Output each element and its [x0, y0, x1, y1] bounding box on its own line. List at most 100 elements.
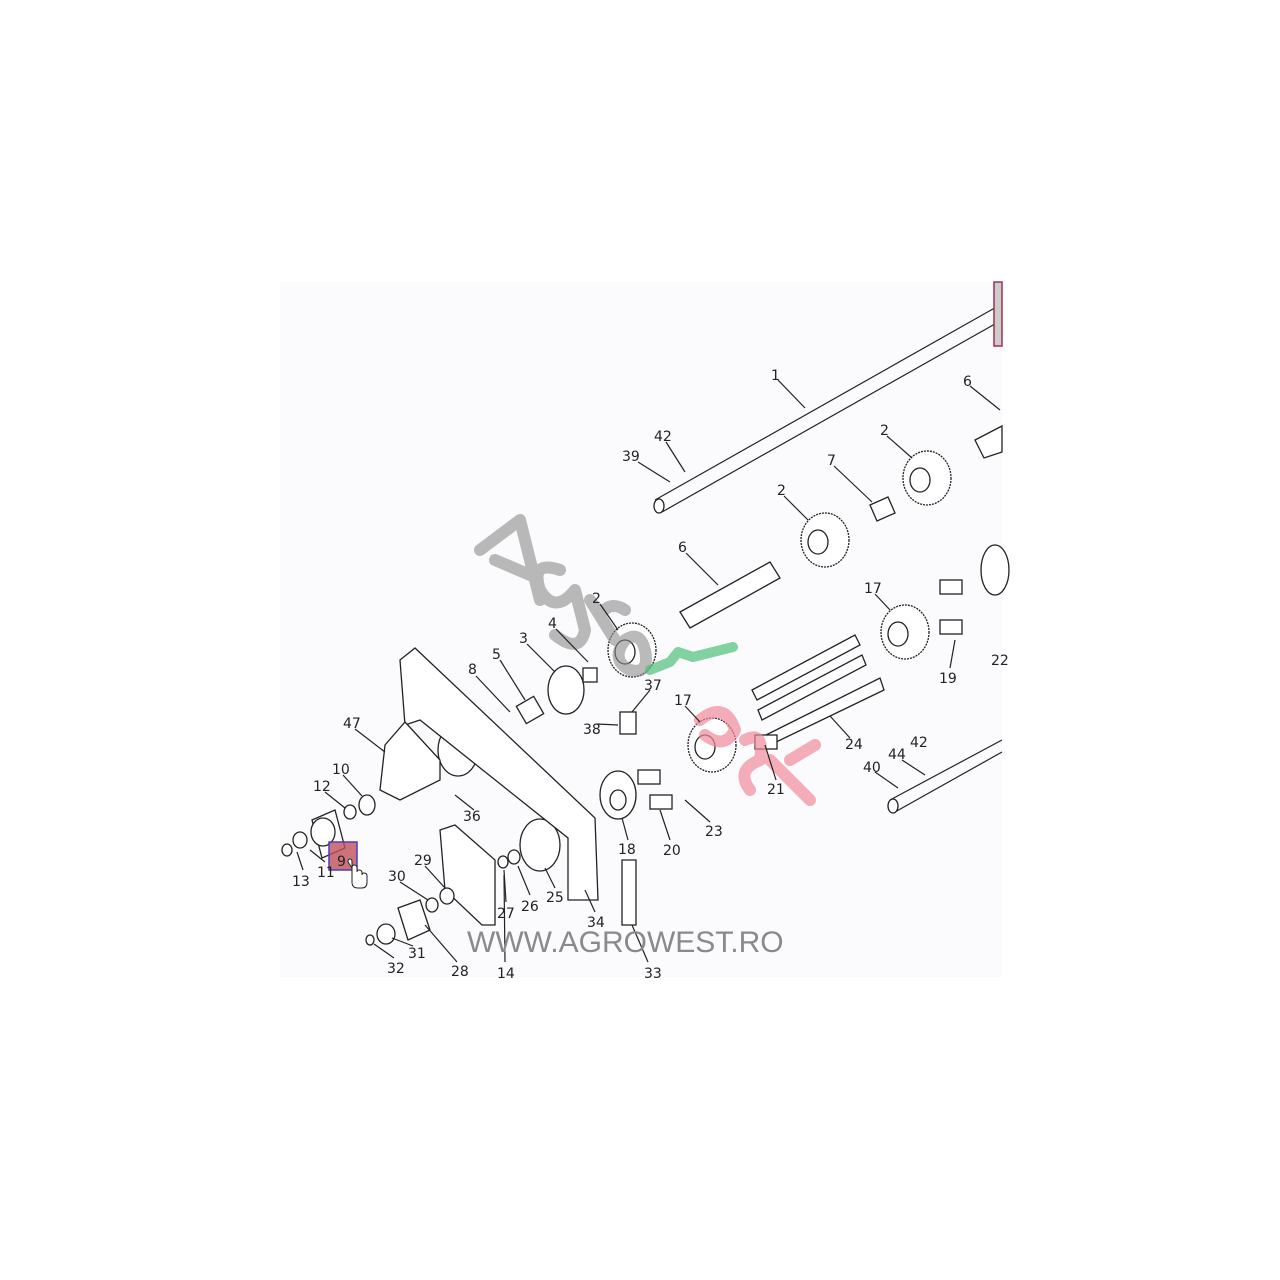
part-label[interactable]: 11 — [317, 865, 335, 881]
part-label[interactable]: 23 — [705, 824, 723, 840]
leader-line — [874, 771, 899, 789]
bearings — [281, 794, 521, 946]
part-label[interactable]: 1 — [771, 368, 780, 384]
watermark-url: WWW.AGROWEST.RO — [467, 926, 784, 959]
part-label[interactable]: 29 — [414, 853, 432, 869]
leader-line — [684, 705, 701, 723]
part-label[interactable]: 6 — [678, 540, 687, 556]
part-label[interactable]: 2 — [592, 591, 601, 607]
part-label[interactable]: 6 — [963, 374, 972, 390]
leader-line — [777, 379, 806, 409]
leader-line — [373, 943, 395, 959]
frame-plate — [379, 647, 637, 926]
part-label[interactable]: 42 — [654, 429, 672, 445]
leader-line — [783, 495, 809, 521]
leader-line — [631, 924, 649, 963]
leader-line — [475, 675, 511, 713]
part-label[interactable]: 47 — [343, 716, 361, 732]
leader-line — [309, 849, 326, 863]
tubes — [679, 424, 1003, 629]
agrowest-watermark-logo — [474, 514, 821, 806]
leader-line — [424, 865, 446, 889]
leader-line — [969, 385, 1001, 411]
part-label[interactable]: 17 — [674, 693, 692, 709]
leader-line — [764, 744, 777, 781]
part-label[interactable]: 31 — [408, 946, 426, 962]
part-label[interactable]: 22 — [991, 653, 1009, 669]
leader-line — [833, 465, 873, 503]
knife-plates — [751, 634, 885, 746]
part-label[interactable]: 14 — [497, 966, 515, 982]
leader-line — [599, 603, 619, 631]
gears — [607, 450, 1010, 773]
part-label[interactable]: 36 — [463, 809, 481, 825]
leader-line — [684, 799, 711, 823]
part-label[interactable]: 30 — [388, 869, 406, 885]
leader-line — [296, 851, 304, 871]
shaft-1 — [653, 304, 1003, 514]
part-label[interactable]: 19 — [939, 671, 957, 687]
part-label[interactable]: 33 — [644, 966, 662, 982]
part-label[interactable]: 42 — [910, 735, 928, 751]
part-label[interactable]: 10 — [332, 762, 350, 778]
thumbnail-edge — [993, 281, 1003, 347]
leader-line — [526, 643, 556, 673]
part-label[interactable]: 24 — [845, 737, 863, 753]
leader-line — [399, 881, 429, 901]
part-label[interactable]: 8 — [468, 662, 477, 678]
selected-part-label[interactable]: 9 — [337, 854, 346, 870]
leader-line — [685, 552, 719, 586]
leader-line — [659, 809, 671, 841]
part-label[interactable]: 26 — [521, 899, 539, 915]
leader-line — [342, 774, 363, 797]
part-label[interactable]: 44 — [888, 747, 906, 763]
leader-line — [391, 937, 414, 947]
leader-line — [584, 889, 596, 913]
part-label[interactable]: 40 — [863, 760, 881, 776]
part-label[interactable]: 2 — [880, 423, 889, 439]
part-label[interactable]: 27 — [497, 906, 515, 922]
leader-line — [517, 865, 531, 896]
part-label[interactable]: 39 — [622, 449, 640, 465]
leader-line — [499, 659, 526, 701]
part-label[interactable]: 20 — [663, 843, 681, 859]
leader-line — [621, 817, 629, 841]
part-label[interactable]: 28 — [451, 964, 469, 980]
leader-line — [503, 874, 506, 963]
part-label[interactable]: 21 — [767, 782, 785, 798]
part-label[interactable]: 37 — [644, 678, 662, 694]
leader-line — [324, 791, 346, 809]
leader-line — [354, 728, 386, 753]
part-label[interactable]: 3 — [519, 631, 528, 647]
leader-line — [631, 689, 651, 713]
leader-line — [829, 715, 851, 739]
part-label[interactable]: 4 — [548, 616, 557, 632]
selected-part-highlight[interactable] — [328, 841, 358, 871]
part-label[interactable]: 5 — [492, 647, 501, 663]
leader-line — [949, 639, 956, 669]
part-label[interactable]: 25 — [546, 890, 564, 906]
part-label[interactable]: 34 — [587, 915, 605, 931]
shaft-lower — [887, 739, 1003, 814]
leader-line — [665, 441, 686, 473]
leader-line — [555, 628, 589, 663]
part-label[interactable]: 18 — [618, 842, 636, 858]
part-label[interactable]: 2 — [777, 483, 786, 499]
part-label[interactable]: 13 — [292, 874, 310, 890]
leader-line — [596, 723, 619, 726]
leader-line — [637, 461, 671, 483]
leader-line — [874, 593, 891, 611]
part-label[interactable]: 32 — [387, 961, 405, 977]
hand-cursor-icon — [347, 858, 368, 889]
part-label[interactable]: 7 — [827, 453, 836, 469]
part-label[interactable]: 17 — [864, 581, 882, 597]
leader-line — [886, 435, 913, 459]
leader-lines — [296, 379, 1001, 963]
part-label[interactable]: 12 — [313, 779, 331, 795]
leader-line — [424, 924, 458, 963]
leader-line — [454, 794, 475, 811]
leader-line — [901, 759, 926, 776]
part-label[interactable]: 38 — [583, 722, 601, 738]
